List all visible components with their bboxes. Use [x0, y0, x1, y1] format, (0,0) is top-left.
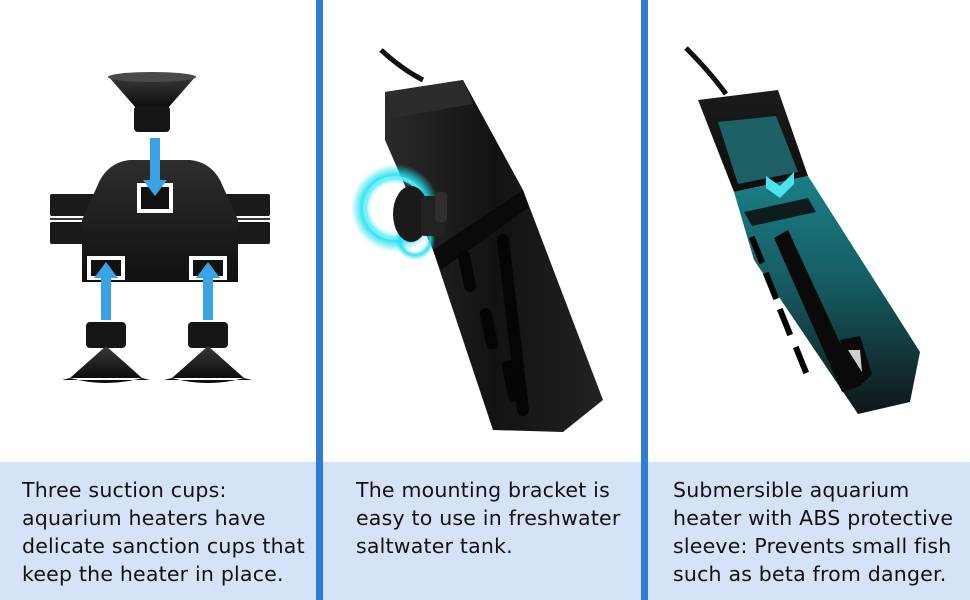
caption-line: sleeve: Prevents small fish — [673, 534, 952, 558]
panel-divider — [641, 0, 648, 600]
caption-line: keep the heater in place. — [22, 562, 284, 586]
suction-cups-diagram-icon — [50, 72, 270, 383]
panel-divider — [316, 0, 323, 600]
caption-line: Three suction cups: — [22, 478, 227, 502]
protective-sleeve-heater-icon — [684, 46, 920, 414]
caption-line: aquarium heaters have — [22, 506, 266, 530]
caption-line: delicate sanction cups that — [22, 534, 305, 558]
caption-mounting-bracket: The mounting bracket is easy to use in f… — [323, 462, 641, 600]
feature-panel-suction-cups: Three suction cups: aquarium heaters hav… — [0, 0, 316, 600]
feature-panel-mounting-bracket: The mounting bracket is easy to use in f… — [323, 0, 641, 600]
caption-line: heater with ABS protective — [673, 506, 954, 530]
caption-protective-sleeve: Submersible aquarium heater with ABS pro… — [648, 462, 970, 600]
caption-line: Submersible aquarium — [673, 478, 910, 502]
caption-line: easy to use in freshwater — [356, 506, 621, 530]
caption-line: The mounting bracket is — [356, 478, 610, 502]
feature-panel-protective-sleeve: Submersible aquarium heater with ABS pro… — [648, 0, 970, 600]
mounting-bracket-heater-icon — [351, 48, 603, 432]
caption-line: saltwater tank. — [356, 534, 513, 558]
caption-line: such as beta from danger. — [673, 562, 947, 586]
caption-suction-cups: Three suction cups: aquarium heaters hav… — [0, 462, 316, 600]
